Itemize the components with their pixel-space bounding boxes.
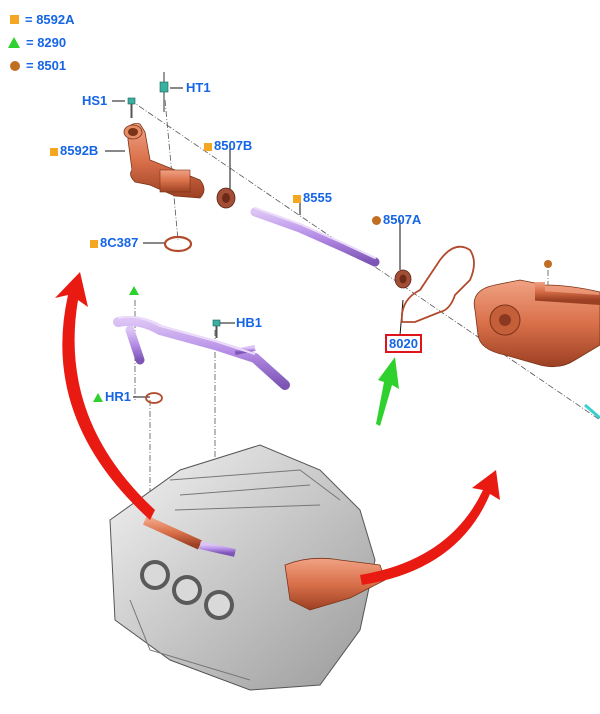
coolant-tube-8555-part bbox=[250, 207, 380, 267]
callout-8555: 8555 bbox=[293, 190, 332, 205]
callout-text: 8507B bbox=[214, 138, 253, 153]
green-arrow-icon bbox=[376, 357, 399, 426]
water-pump-part bbox=[473, 260, 600, 420]
legend-row-triangle: = 8290 bbox=[8, 31, 75, 54]
callout-hr1: HR1 bbox=[93, 389, 131, 404]
sensor-ht1-part bbox=[159, 72, 169, 112]
legend-text: = 8501 bbox=[26, 58, 67, 73]
o-ring-hr1-part bbox=[145, 392, 163, 404]
bypass-tube-part bbox=[113, 316, 290, 390]
callout-text: HT1 bbox=[186, 80, 211, 95]
orange-square-icon bbox=[50, 147, 58, 156]
adhesive-marker-icon bbox=[129, 286, 139, 295]
callout-hb1: HB1 bbox=[236, 315, 262, 330]
legend-text: = 8592A bbox=[25, 12, 75, 27]
orange-square-icon bbox=[204, 142, 212, 151]
callout-hs1: HS1 bbox=[82, 93, 107, 108]
leader-lines bbox=[105, 87, 404, 398]
o-ring-8c387-part bbox=[163, 235, 193, 253]
callout-8020-highlighted: 8020 bbox=[385, 334, 422, 353]
legend-row-circle: = 8501 bbox=[8, 54, 75, 77]
callout-text: 8507A bbox=[383, 212, 422, 227]
green-triangle-icon bbox=[93, 393, 103, 403]
callout-8507a: 8507A bbox=[372, 212, 421, 227]
seal-8507b-part bbox=[216, 187, 236, 209]
orange-square-icon bbox=[293, 194, 301, 203]
callout-ht1: HT1 bbox=[186, 80, 211, 95]
brown-circle-icon bbox=[372, 216, 381, 226]
green-triangle-icon bbox=[8, 37, 20, 48]
gasket-8020-part bbox=[400, 245, 475, 323]
symbol-legend: = 8592A = 8290 = 8501 bbox=[8, 8, 75, 77]
orange-square-icon bbox=[10, 15, 19, 24]
bolt-hs1-part bbox=[127, 97, 136, 118]
red-arrow-right-icon bbox=[360, 470, 500, 585]
engine-block-image bbox=[109, 444, 386, 691]
callout-text: 8020 bbox=[389, 336, 418, 351]
callout-text: HB1 bbox=[236, 315, 263, 330]
callout-8c387: 8C387 bbox=[90, 235, 138, 250]
callout-text: HS1 bbox=[82, 93, 108, 108]
callout-8592b: 8592B bbox=[50, 143, 98, 158]
legend-row-square: = 8592A bbox=[8, 8, 75, 31]
legend-text: = 8290 bbox=[26, 35, 67, 50]
seal-8507a-part bbox=[394, 269, 412, 289]
callout-8507b: 8507B bbox=[204, 138, 252, 153]
callout-text: 8592B bbox=[60, 143, 99, 158]
bolt-hb1-part bbox=[212, 319, 221, 338]
callout-text: 8C387 bbox=[100, 235, 139, 250]
orange-square-icon bbox=[90, 239, 98, 248]
callout-text: 8555 bbox=[303, 190, 332, 205]
red-arrow-left-icon bbox=[55, 272, 155, 520]
thermostat-housing-part bbox=[123, 123, 205, 199]
callout-text: HR1 bbox=[105, 389, 132, 404]
brown-circle-icon bbox=[10, 60, 20, 71]
